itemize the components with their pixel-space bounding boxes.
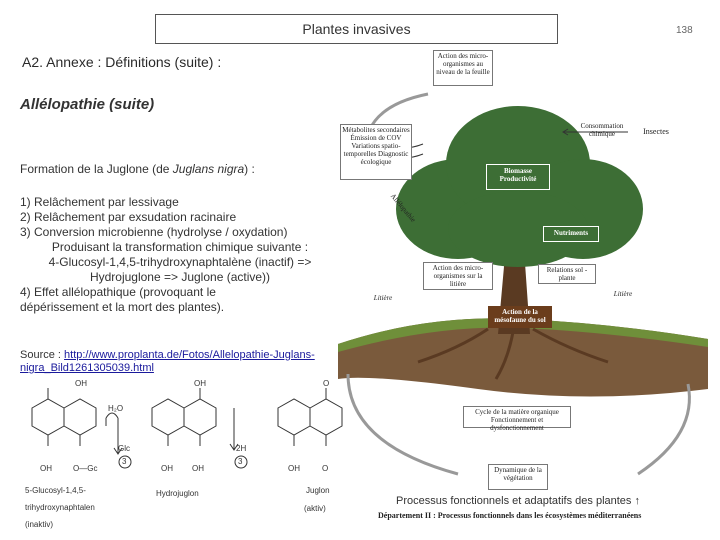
name-hydrojuglone: Hydrojuglon bbox=[156, 489, 199, 498]
box-action-litiere: Action des micro-organismes sur la litiè… bbox=[423, 262, 493, 290]
reaction-structures bbox=[31, 388, 343, 469]
label-o-gc: O—Gc bbox=[73, 464, 98, 473]
label-oh-bottom-2b: OH bbox=[192, 464, 204, 473]
label-h2o: H₂O bbox=[108, 404, 124, 413]
name-juglone-active: (aktiv) bbox=[304, 504, 326, 513]
box-metabolites: Métabolites secondaires Émission de COV … bbox=[340, 124, 412, 180]
diagram-caption: Processus fonctionnels et adaptatifs des… bbox=[396, 495, 640, 507]
soil-layer bbox=[338, 318, 708, 397]
label-oh-bottom-3: OH bbox=[288, 464, 300, 473]
label-litiere-left: Litière bbox=[373, 294, 393, 302]
name-glucosyl-2: trihydroxynaphtalen bbox=[25, 503, 95, 512]
box-nutriments: Nutriments bbox=[543, 226, 599, 242]
name-glucosyl-1: 5-Glucosyl-1,4,5- bbox=[25, 486, 86, 495]
molecule-glucosyl-naphthalene bbox=[31, 388, 97, 446]
label-oh-top-2: OH bbox=[194, 379, 206, 388]
label-step-3a: 3 bbox=[122, 457, 127, 466]
reaction-arrow-2 bbox=[229, 408, 239, 451]
box-action-sol: Action de la mésofaune du sol bbox=[488, 306, 552, 328]
intro-term-juglans: Juglans nigra bbox=[172, 162, 245, 176]
step-2: 2) Relâchement par exsudation racinaire bbox=[20, 210, 237, 224]
subtitle: Allélopathie (suite) bbox=[20, 96, 155, 113]
diagram-footer: Département II : Processus fonctionnels … bbox=[378, 511, 642, 520]
label-2h: 2H bbox=[236, 444, 247, 453]
box-cycle: Cycle de la matière organique Fonctionne… bbox=[463, 406, 571, 432]
intro-term-juglone: Juglone bbox=[106, 162, 149, 176]
intro-mid: (de bbox=[148, 162, 173, 176]
box-action-leaf: Action des micro-organismes au niveau de… bbox=[433, 50, 493, 86]
intro-line: Formation de la Juglone (de Juglans nigr… bbox=[20, 162, 255, 176]
source-link[interactable]: http://www.proplanta.de/Fotos/Allelopath… bbox=[20, 349, 315, 374]
label-oh-bottom-2a: OH bbox=[161, 464, 173, 473]
name-juglone: Juglon bbox=[306, 486, 330, 495]
box-relations: Relations sol - plante bbox=[538, 264, 596, 284]
transform-line-1: Produisant la transformation chimique su… bbox=[51, 240, 309, 254]
header-title: Plantes invasives bbox=[302, 21, 411, 37]
chemical-reaction-diagram: OH H₂O Glc 3 OH 2H 3 O OH O—Gc OH OH OH … bbox=[20, 378, 360, 529]
tree-illustration bbox=[338, 92, 708, 476]
molecule-hydrojuglone bbox=[151, 388, 217, 446]
label-o-top: O bbox=[323, 379, 330, 388]
label-insectes: Insectes bbox=[643, 127, 669, 136]
step-1: 1) Relâchement par lessivage bbox=[20, 195, 179, 209]
transform-line-2: 4-Glucosyl-1,4,5-trihydroxynaphtalène (i… bbox=[48, 255, 312, 269]
step-4-line-2: dépérissement et la mort des plantes). bbox=[20, 300, 225, 314]
intro-suffix: ) : bbox=[244, 162, 255, 176]
box-biomasse: Biomasse Productivité bbox=[486, 164, 550, 190]
molecule-juglone bbox=[277, 388, 343, 446]
step-circle-1 bbox=[118, 455, 132, 469]
step-4-line-1: 4) Effet allélopathique (provoquant le bbox=[20, 285, 216, 299]
header-title-box: Plantes invasives bbox=[155, 14, 558, 44]
source-prefix: Source : bbox=[20, 349, 65, 361]
label-step-3b: 3 bbox=[238, 457, 243, 466]
box-dynamique: Dynamique de la végétation bbox=[488, 464, 548, 490]
grass-layer bbox=[338, 318, 708, 352]
source-line: Source : http://www.proplanta.de/Fotos/A… bbox=[20, 349, 330, 375]
step-circle-2 bbox=[234, 455, 248, 469]
name-glucosyl-3: (inaktiv) bbox=[25, 520, 54, 529]
label-oh-bottom-left: OH bbox=[40, 464, 52, 473]
page-number: 138 bbox=[676, 25, 693, 36]
roots bbox=[417, 327, 609, 380]
label-consommation: Consommation chimique bbox=[580, 122, 624, 138]
ecosystem-process-diagram: Action des micro-organismes au niveau de… bbox=[338, 44, 708, 524]
transform-line-3: Hydrojuglone => Juglone (active)) bbox=[89, 270, 271, 284]
label-glc: Glc bbox=[118, 444, 130, 453]
step-3: 3) Conversion microbienne (hydrolyse / o… bbox=[20, 225, 288, 239]
label-o-bottom-3: O bbox=[322, 464, 329, 473]
label-litiere-right: Litière bbox=[613, 290, 633, 298]
steps-list: 1) Relâchement par lessivage 2) Relâchem… bbox=[20, 195, 340, 315]
label-oh-1: OH bbox=[75, 379, 87, 388]
reaction-arrow-1 bbox=[105, 412, 123, 455]
intro-prefix: Formation de la bbox=[20, 162, 107, 176]
section-title: A2. Annexe : Définitions (suite) : bbox=[22, 54, 222, 70]
